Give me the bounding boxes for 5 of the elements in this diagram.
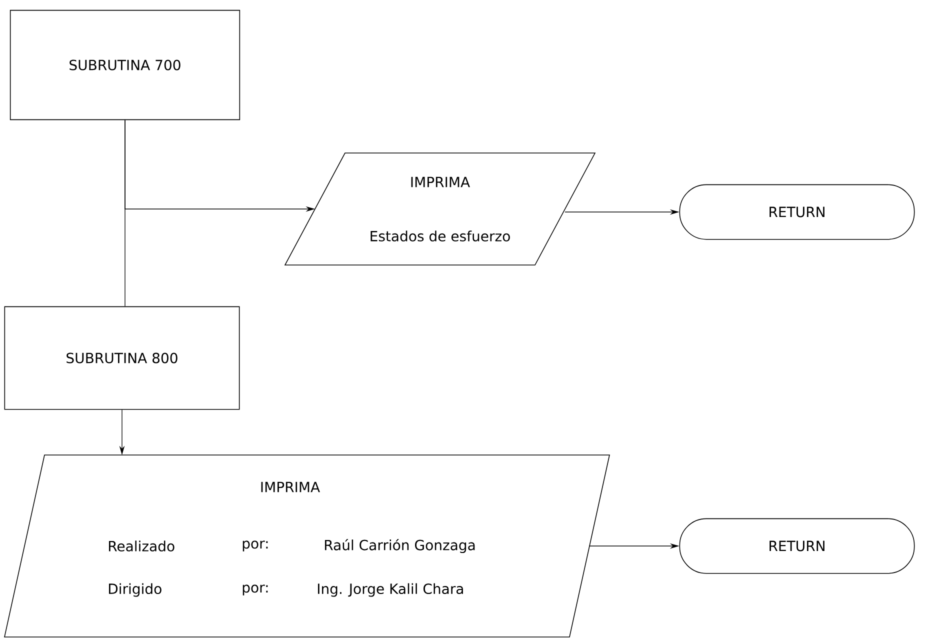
terminal-box: RETURN bbox=[679, 518, 915, 574]
io-parallelogram: IMPRIMA Realizado por: Raúl Carrión Gonzaga Dirigido por: Ing. Jorge Kalil Chara bbox=[4, 454, 610, 638]
terminal-box: RETURN bbox=[679, 184, 915, 240]
process-box: SUBRUTINA 700 bbox=[10, 10, 240, 120]
process-box: SUBRUTINA 800 bbox=[4, 306, 240, 410]
